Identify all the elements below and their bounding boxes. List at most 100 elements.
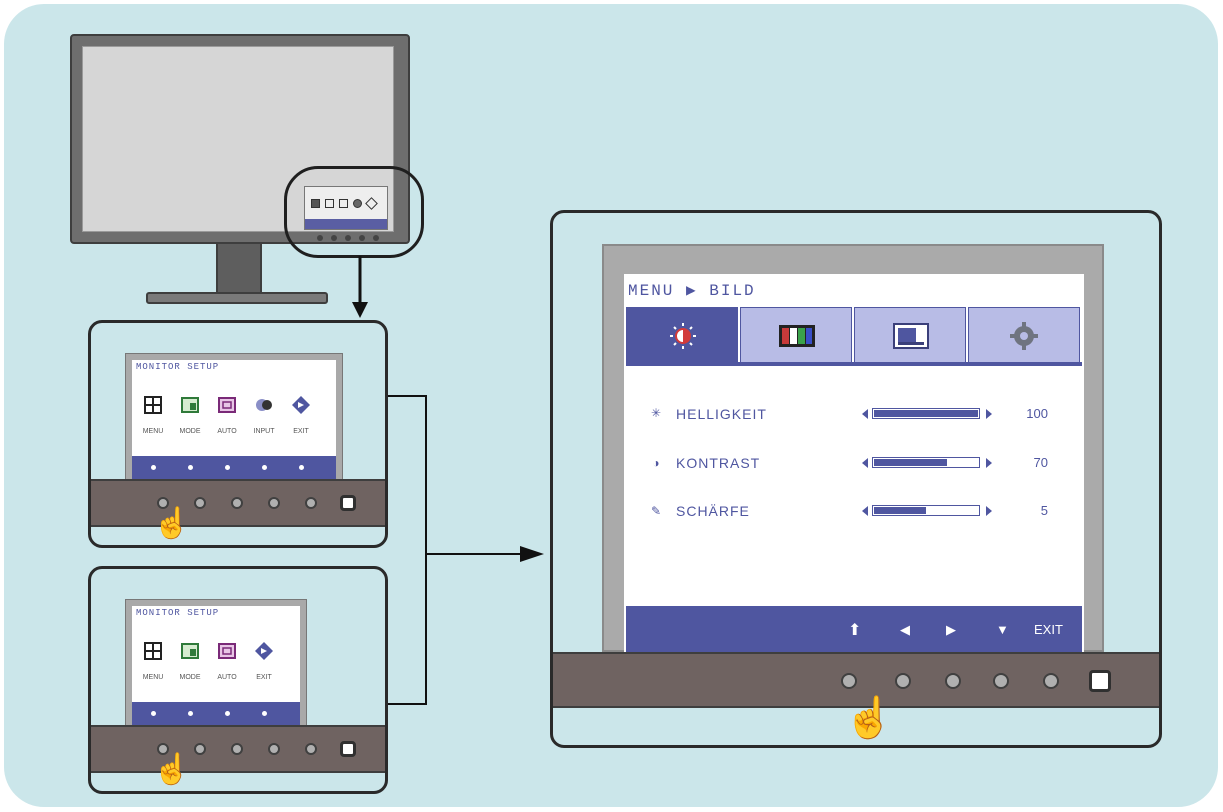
decrease-arrow[interactable]: [862, 458, 868, 468]
monitor-bezel-strip-large: [553, 652, 1159, 708]
input-icon: [255, 396, 273, 414]
auto-icon: [218, 396, 236, 414]
increase-arrow[interactable]: [986, 506, 992, 516]
sub-osd-title: MONITOR SETUP: [136, 608, 220, 618]
sub-item-label: AUTO: [217, 674, 237, 681]
sub-osd-title: MONITOR SETUP: [136, 362, 220, 372]
panel-monitor-setup-4: MONITOR SETUP MENU MODE AUTO EXIT: [88, 566, 388, 794]
exit-icon: [255, 642, 273, 660]
mini-button: [345, 235, 351, 241]
increase-arrow[interactable]: [986, 458, 992, 468]
sun-icon: ✳: [650, 406, 662, 420]
tab-settings[interactable]: [968, 307, 1080, 363]
bar-dot: [151, 465, 156, 470]
hardware-button[interactable]: [945, 673, 961, 689]
sub-item-label: MODE: [179, 674, 201, 681]
mini-mode-icon: [325, 199, 334, 208]
bar-dot: [188, 465, 193, 470]
up-arrow-icon[interactable]: ⬆: [848, 622, 862, 639]
mini-button: [373, 235, 379, 241]
down-arrow-head: [352, 302, 368, 318]
monitor-stand-base: [146, 292, 328, 304]
menu-hardware-button[interactable]: [157, 743, 169, 755]
pointing-hand-icon: ☝: [844, 696, 894, 740]
bar-dot: [225, 711, 230, 716]
display-icon: [893, 323, 929, 354]
setting-label-brightness: HELLIGKEIT: [676, 406, 767, 422]
hardware-button[interactable]: [194, 497, 206, 509]
connector-arrows: [352, 256, 544, 705]
mini-button: [331, 235, 337, 241]
sub-item-label: EXIT: [256, 674, 272, 681]
sub-item-label: EXIT: [293, 428, 309, 435]
right-arrow-head: [520, 546, 544, 562]
right-arrow-icon[interactable]: ▶: [946, 622, 956, 637]
exit-icon: [292, 396, 310, 414]
slider-fill: [874, 410, 978, 417]
menu-hardware-button[interactable]: [157, 497, 169, 509]
tab-color[interactable]: [740, 307, 852, 363]
pointing-hand-icon: ☝: [153, 753, 191, 786]
decrease-arrow[interactable]: [862, 409, 868, 419]
power-button[interactable]: [340, 495, 356, 511]
pointing-hand-icon: ☝: [153, 507, 191, 540]
hardware-button[interactable]: [268, 743, 280, 755]
hardware-button[interactable]: [268, 497, 280, 509]
hardware-button[interactable]: [993, 673, 1009, 689]
sharpness-slider[interactable]: [872, 505, 980, 516]
sub-screen: MONITOR SETUP MENU MODE AUTO: [125, 353, 343, 481]
slider-fill: [874, 507, 926, 514]
menu-grid-icon: [144, 642, 162, 660]
brightness-slider[interactable]: [872, 408, 980, 419]
bar-dot: [262, 711, 267, 716]
sub-item-label: INPUT: [253, 428, 275, 435]
bar-dot: [225, 465, 230, 470]
sub-osd: MONITOR SETUP MENU MODE AUTO: [132, 360, 336, 480]
setting-label-contrast: KONTRAST: [676, 455, 761, 471]
sub-item-label: MENU: [142, 428, 164, 435]
mini-input-icon: [353, 199, 362, 208]
sub-osd-button-bar: [132, 702, 300, 726]
mode-icon: [181, 642, 199, 660]
hardware-button[interactable]: [194, 743, 206, 755]
hardware-button[interactable]: [1043, 673, 1059, 689]
brightness-icon: [669, 322, 697, 355]
tab-picture[interactable]: [626, 307, 738, 363]
exit-label[interactable]: EXIT: [1034, 622, 1063, 637]
mini-auto-icon: [339, 199, 348, 208]
decrease-arrow[interactable]: [862, 506, 868, 516]
mode-icon: [181, 396, 199, 414]
bracket-line: [388, 395, 427, 705]
hardware-button[interactable]: [231, 743, 243, 755]
sub-osd: MONITOR SETUP MENU MODE AUTO EXIT: [132, 606, 300, 726]
bar-dot: [299, 465, 304, 470]
menu-grid-icon: [144, 396, 162, 414]
down-arrow-icon[interactable]: ▼: [996, 622, 1009, 637]
bar-dot: [151, 711, 156, 716]
contrast-slider[interactable]: [872, 457, 980, 468]
sub-item-label: MODE: [179, 428, 201, 435]
osd-breadcrumb: MENU ▶ BILD: [628, 282, 756, 300]
power-button[interactable]: [1089, 670, 1111, 692]
hardware-button[interactable]: [231, 497, 243, 509]
bar-dot: [188, 711, 193, 716]
hardware-button[interactable]: [895, 673, 911, 689]
left-arrow-icon[interactable]: ◀: [900, 622, 910, 637]
zoom-highlight-ellipse: [284, 166, 424, 258]
monitor-bezel-strip: [91, 725, 385, 773]
hardware-button[interactable]: [305, 743, 317, 755]
contrast-icon: ◑: [652, 456, 660, 470]
panel-monitor-setup-5: MONITOR SETUP MENU MODE AUTO: [88, 320, 388, 548]
monitor-mini-osd: [304, 186, 388, 230]
tab-display[interactable]: [854, 307, 966, 363]
power-button[interactable]: [340, 741, 356, 757]
setting-label-sharpness: SCHÄRFE: [676, 503, 750, 519]
sharpness-icon: ✎: [650, 504, 662, 518]
mini-button: [317, 235, 323, 241]
menu-hardware-button[interactable]: [841, 673, 857, 689]
increase-arrow[interactable]: [986, 409, 992, 419]
settings-gear-icon: [1009, 322, 1039, 355]
tab-underline: [626, 362, 1082, 366]
mini-button: [359, 235, 365, 241]
hardware-button[interactable]: [305, 497, 317, 509]
